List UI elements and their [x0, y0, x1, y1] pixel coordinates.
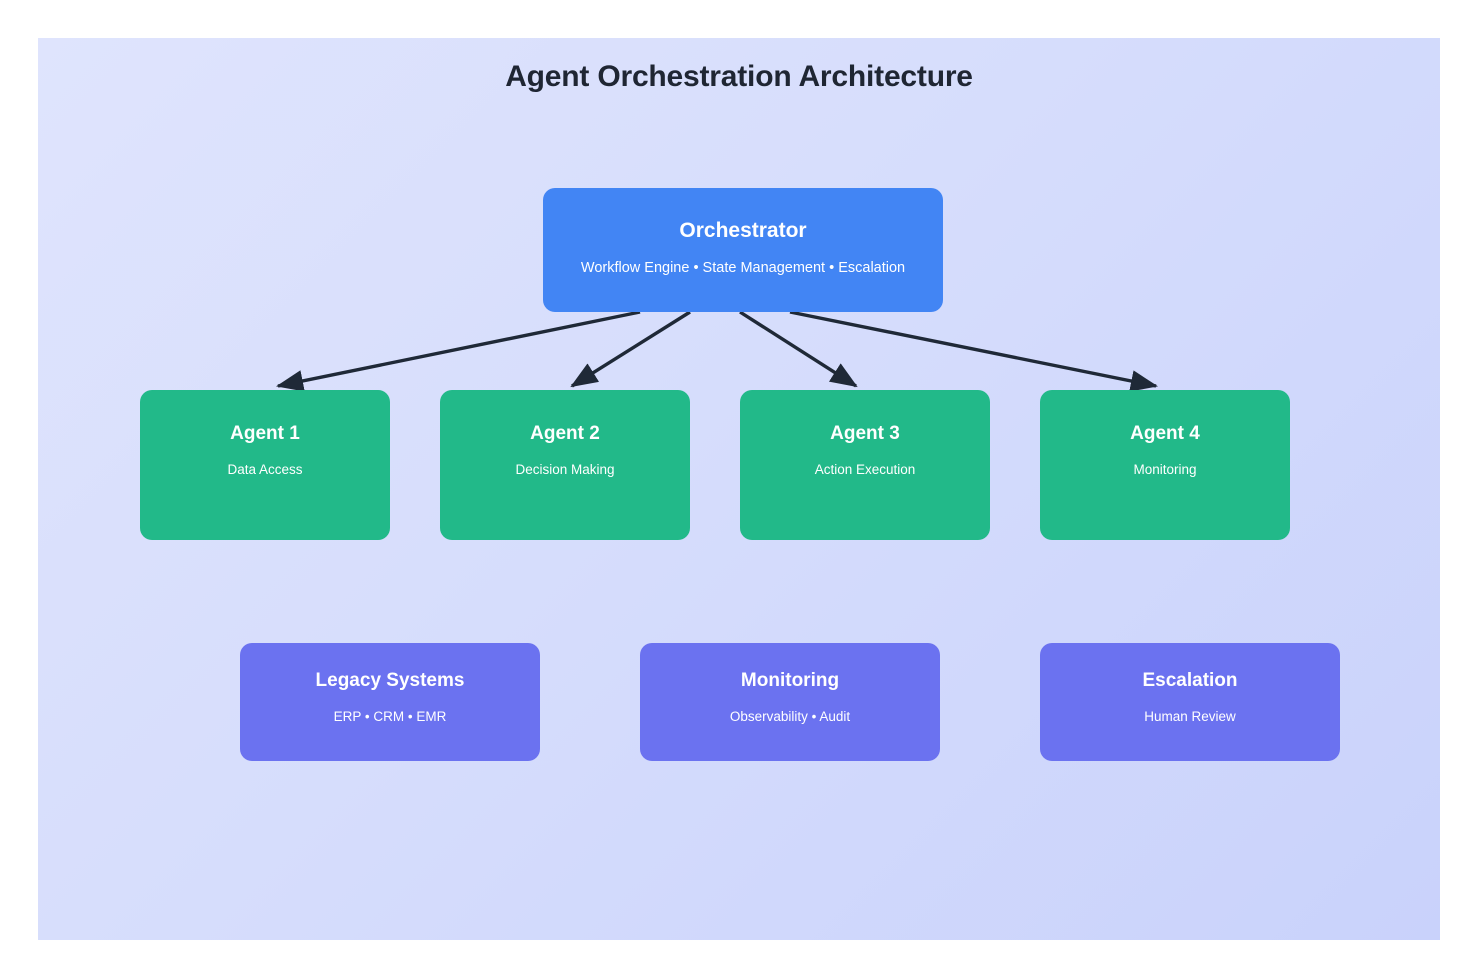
node-monitoring-subtitle: Observability • Audit: [729, 709, 851, 724]
connector-orchestrator-to-agent-1: [276, 310, 641, 392]
connector-orchestrator-to-agent-4: [789, 310, 1158, 392]
node-agent-4-title: Agent 4: [1130, 423, 1200, 444]
node-legacy-systems-title: Legacy Systems: [315, 670, 465, 691]
node-orchestrator-title: Orchestrator: [679, 219, 807, 242]
diagram-canvas: Agent Orchestration Architecture Orchest…: [38, 38, 1440, 940]
node-agent-2-title: Agent 2: [530, 423, 600, 444]
node-orchestrator-subtitle: Workflow Engine • State Management • Esc…: [580, 260, 906, 276]
node-agent-1-title: Agent 1: [230, 423, 300, 444]
node-legacy-systems[interactable]: Legacy Systems ERP • CRM • EMR: [240, 643, 540, 761]
node-agent-2-subtitle: Decision Making: [515, 462, 615, 477]
node-legacy-systems-subtitle: ERP • CRM • EMR: [333, 709, 447, 724]
page-title: Agent Orchestration Architecture: [505, 60, 973, 93]
node-agent-3[interactable]: Agent 3 Action Execution: [740, 390, 990, 540]
node-agent-1[interactable]: Agent 1 Data Access: [140, 390, 390, 540]
node-monitoring-title: Monitoring: [740, 670, 840, 691]
node-agent-1-subtitle: Data Access: [227, 462, 303, 477]
node-agent-4-subtitle: Monitoring: [1133, 462, 1197, 477]
connector-orchestrator-to-agent-2: [570, 310, 691, 388]
node-orchestrator[interactable]: Orchestrator Workflow Engine • State Man…: [543, 188, 943, 312]
node-agent-4[interactable]: Agent 4 Monitoring: [1040, 390, 1290, 540]
node-escalation-subtitle: Human Review: [1144, 709, 1236, 724]
node-escalation[interactable]: Escalation Human Review: [1040, 643, 1340, 761]
node-monitoring[interactable]: Monitoring Observability • Audit: [640, 643, 940, 761]
connector-orchestrator-to-agent-3: [739, 310, 858, 388]
node-agent-3-title: Agent 3: [830, 423, 900, 444]
node-agent-2[interactable]: Agent 2 Decision Making: [440, 390, 690, 540]
node-agent-3-subtitle: Action Execution: [814, 462, 916, 477]
node-escalation-title: Escalation: [1142, 670, 1238, 691]
